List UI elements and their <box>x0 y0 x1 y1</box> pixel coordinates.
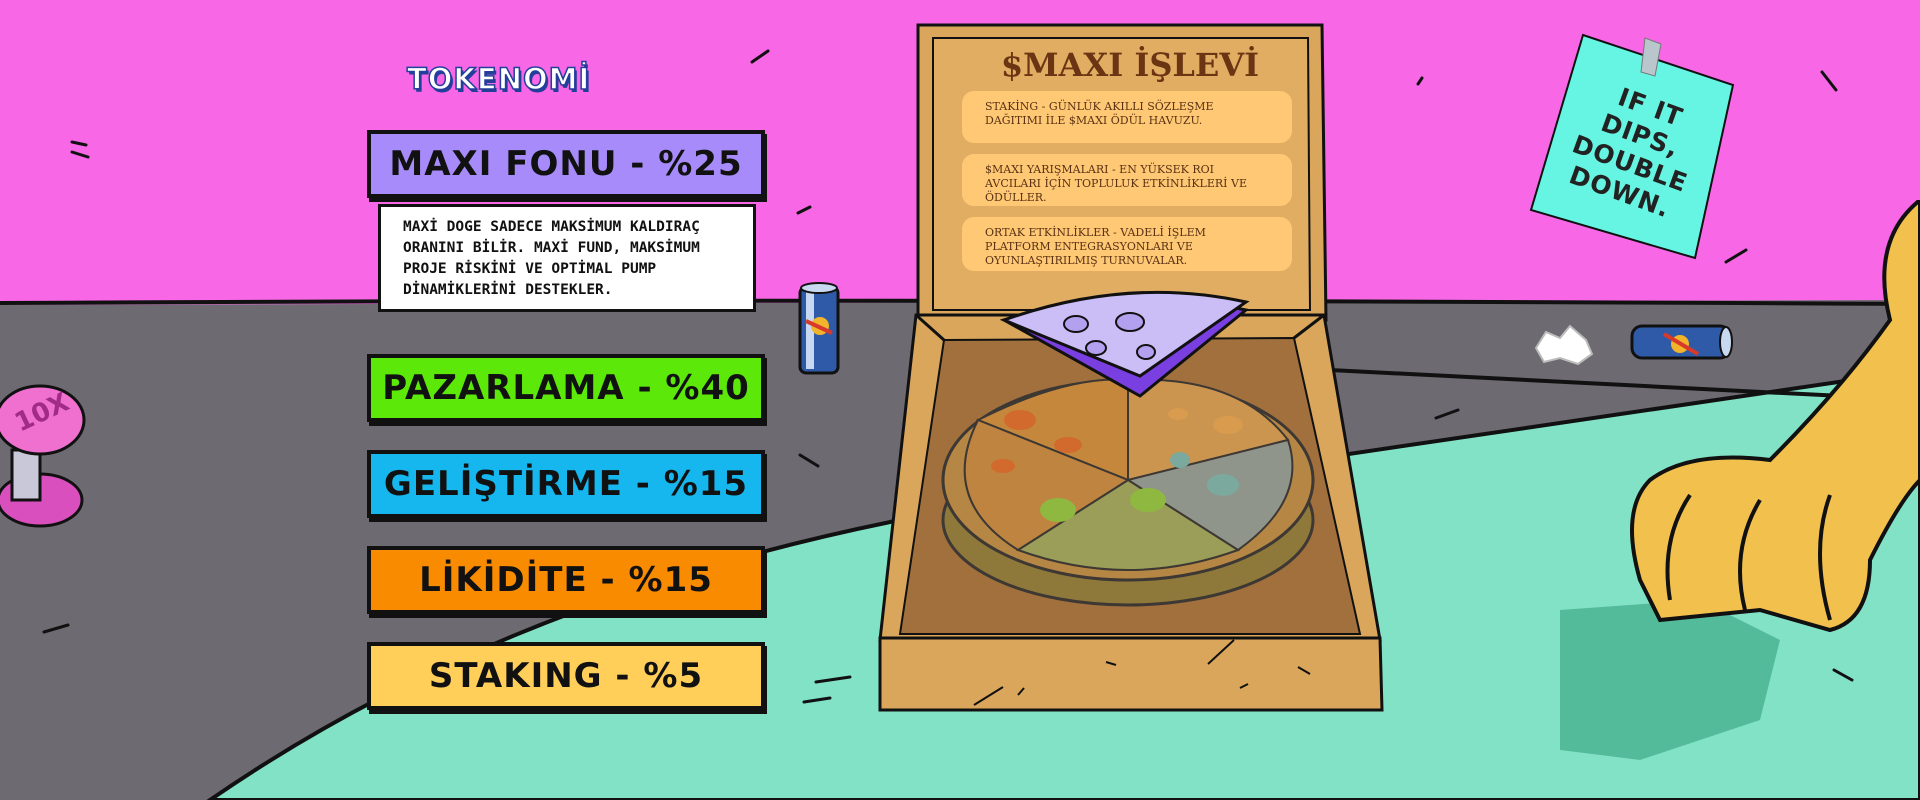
allocation-label: MAXI FONU - %25 <box>389 144 743 184</box>
energy-drink-can <box>798 282 840 375</box>
sticky-note-text: IF IT DIPS, DOUBLE DOWN. <box>1565 82 1692 224</box>
tokenomics-title: TOKENOMİ <box>406 61 591 97</box>
utility-card: STAKİNG - GÜNLÜK AKILLI SÖZLEŞME DAĞITIM… <box>962 91 1292 143</box>
utility-card: $MAXI YARIŞMALARI - EN YÜKSEK ROI AVCILA… <box>962 154 1292 206</box>
allocation-description: MAXİ DOGE SADECE MAKSİMUM KALDIRAÇ ORANI… <box>378 204 756 312</box>
crumpled-paper <box>1534 324 1594 366</box>
dumbbell: 10X <box>0 384 86 528</box>
allocation-label: LİKİDİTE - %15 <box>419 560 713 600</box>
allocation-liquidity-tab[interactable]: LİKİDİTE - %15 <box>367 546 765 614</box>
allocation-label: GELİŞTİRME - %15 <box>383 464 749 504</box>
utility-card: ORTAK ETKİNLİKLER - VADELİ İŞLEM PLATFOR… <box>962 217 1292 271</box>
allocation-marketing-tab[interactable]: PAZARLAMA - %40 <box>367 354 765 422</box>
allocation-label: PAZARLAMA - %40 <box>382 368 750 408</box>
allocation-development-tab[interactable]: GELİŞTİRME - %15 <box>367 450 765 518</box>
dog-paw <box>1630 200 1920 633</box>
allocation-label: STAKING - %5 <box>428 656 704 696</box>
allocation-staking-tab[interactable]: STAKING - %5 <box>367 642 765 710</box>
utility-title: $MAXI İŞLEVİ <box>1000 46 1260 84</box>
sticky-note-paper <box>1529 33 1735 260</box>
fallen-can <box>1630 324 1733 360</box>
allocation-maxi-fund-tab[interactable]: MAXI FONU - %25 <box>367 130 765 198</box>
